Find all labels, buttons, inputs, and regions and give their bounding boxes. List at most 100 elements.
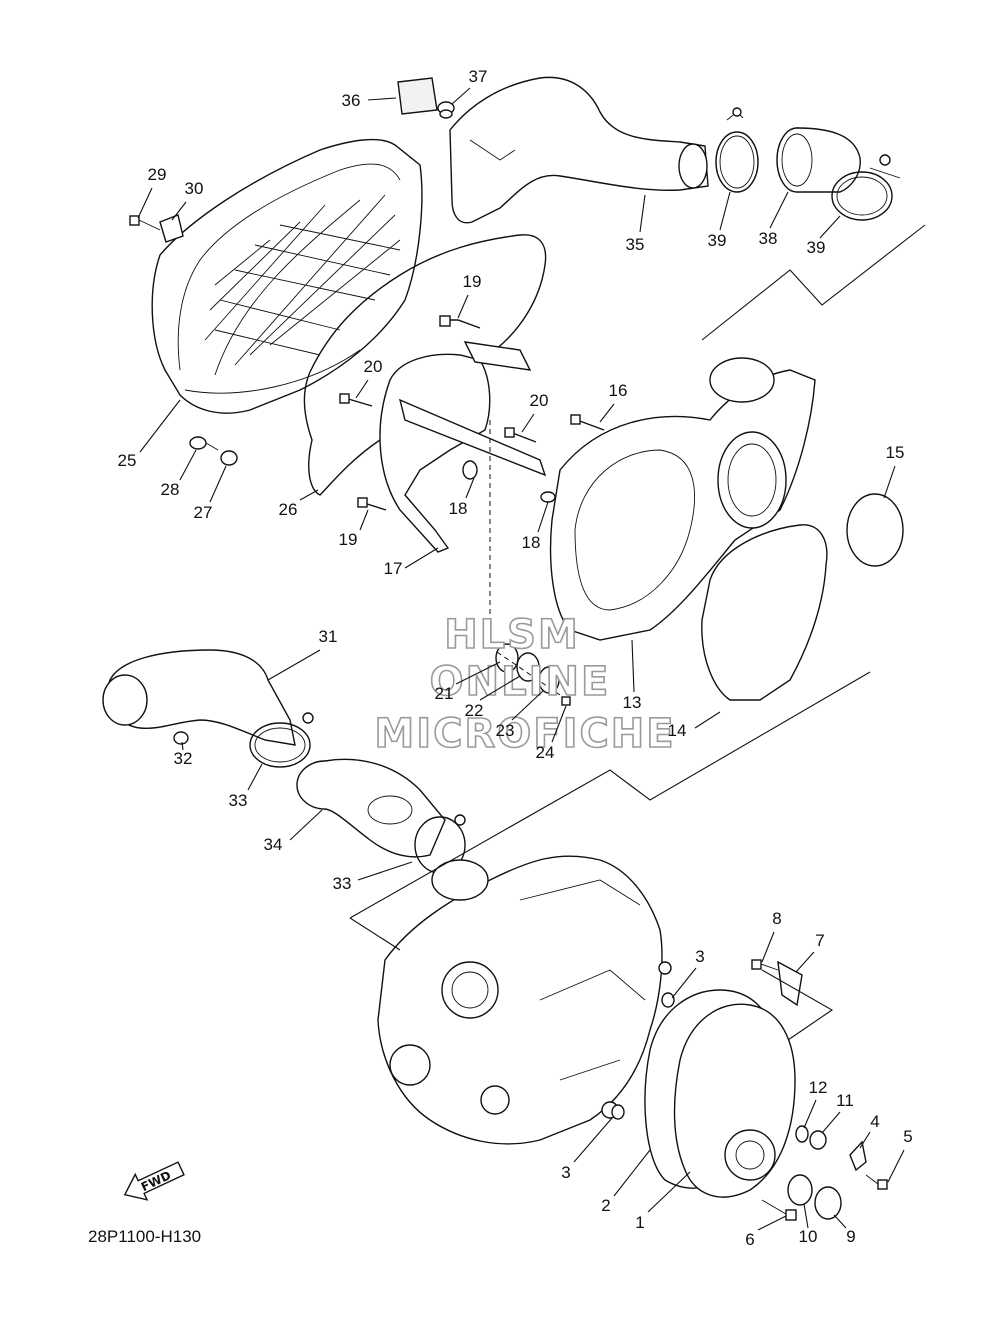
part-7-8-fasteners — [751, 959, 803, 1007]
leader-line-22 — [479, 675, 521, 701]
part-39-clamp-upper — [715, 107, 759, 193]
callout-22: 22 — [465, 701, 484, 720]
leader-line-9 — [833, 1214, 847, 1229]
leader-line-16 — [599, 403, 615, 423]
leader-line-38 — [769, 191, 789, 229]
section-line-lower — [349, 917, 401, 951]
part-25-outer-cover — [151, 138, 423, 414]
leader-line-24 — [551, 705, 567, 743]
callout-5: 5 — [903, 1127, 912, 1146]
fwd-arrow-icon — [123, 1161, 185, 1201]
part-37-grommet — [437, 101, 455, 119]
leader-line-14 — [694, 711, 721, 729]
callout-21: 21 — [435, 684, 454, 703]
watermark: HLSM ONLINE MICROFICHE — [374, 611, 675, 758]
callout-19: 19 — [339, 530, 358, 549]
callout-16: 16 — [609, 381, 628, 400]
callout-12: 12 — [809, 1078, 828, 1097]
callout-28: 28 — [161, 480, 180, 499]
callout-4: 4 — [870, 1112, 879, 1131]
leader-line-13 — [631, 639, 635, 693]
part-15-gasket-ring — [846, 493, 904, 567]
leader-line-6 — [757, 1215, 787, 1231]
part-34-boot — [296, 758, 446, 858]
leader-line-37 — [451, 87, 471, 105]
callout-31: 31 — [319, 627, 338, 646]
callout-29: 29 — [148, 165, 167, 184]
callout-23: 23 — [496, 721, 515, 740]
leader-line-18 — [465, 477, 475, 499]
leader-line-35 — [639, 194, 646, 233]
part-39-clamp-lower — [831, 154, 901, 221]
leader-line-5 — [887, 1149, 905, 1183]
callout-14: 14 — [668, 721, 687, 740]
leader-line-12 — [803, 1099, 817, 1129]
callout-27: 27 — [194, 503, 213, 522]
leader-line-25 — [139, 399, 181, 453]
center-line-seals — [496, 651, 561, 696]
leader-line-30 — [171, 201, 187, 221]
leader-line-11 — [821, 1111, 841, 1134]
callout-33: 33 — [333, 874, 352, 893]
leader-line-3 — [573, 1117, 613, 1163]
leader-lines — [137, 87, 905, 1231]
leader-line-28 — [179, 449, 197, 481]
leader-line-7 — [795, 951, 815, 973]
leader-line-8 — [761, 931, 775, 963]
part-33-clamp-upper — [249, 712, 314, 768]
leader-line-33 — [247, 763, 263, 791]
callout-39: 39 — [708, 231, 727, 250]
watermark-line-1: HLSM — [444, 612, 580, 658]
callout-30: 30 — [185, 179, 204, 198]
part-3-dowels — [611, 992, 675, 1120]
callout-20: 20 — [530, 391, 549, 410]
drawing-code: 28P1100-H130 — [88, 1227, 201, 1246]
callout-39: 39 — [807, 238, 826, 257]
section-line-right — [761, 969, 834, 1041]
part-17-bracket — [379, 341, 556, 553]
part-drawings — [102, 76, 926, 1221]
leader-line-3 — [671, 967, 697, 999]
part-crankcase — [377, 855, 672, 1145]
part-31-duct — [102, 649, 296, 746]
part-32-grommet — [173, 731, 189, 745]
part-35-intake-duct — [449, 76, 709, 224]
leader-line-23 — [511, 689, 545, 721]
leader-line-2 — [613, 1149, 651, 1197]
callout-2: 2 — [601, 1196, 610, 1215]
callout-18: 18 — [522, 533, 541, 552]
leader-line-29 — [137, 187, 153, 219]
leader-line-27 — [209, 465, 227, 503]
callout-32: 32 — [174, 749, 193, 768]
callout-38: 38 — [759, 229, 778, 248]
callout-15: 15 — [886, 443, 905, 462]
callout-18: 18 — [449, 499, 468, 518]
callout-3: 3 — [561, 1163, 570, 1182]
leader-line-39 — [819, 215, 841, 239]
callout-13: 13 — [623, 693, 642, 712]
leader-line-33 — [357, 861, 413, 881]
part-27-28-fasteners — [189, 436, 238, 466]
callout-26: 26 — [279, 500, 298, 519]
part-21-24-seals — [495, 643, 571, 706]
callout-labels: 1233456789101112131415161718181919202021… — [118, 67, 913, 1249]
leader-line-15 — [883, 465, 896, 499]
leader-line-32 — [181, 741, 184, 751]
bolts — [339, 315, 605, 511]
callout-36: 36 — [342, 91, 361, 110]
callout-11: 11 — [836, 1091, 854, 1110]
leader-line-19 — [359, 509, 369, 531]
watermark-line-3: MICROFICHE — [374, 711, 675, 757]
callout-19: 19 — [463, 272, 482, 291]
leader-line-4 — [859, 1131, 871, 1149]
leader-line-26 — [299, 489, 319, 501]
leader-line-36 — [367, 97, 397, 101]
callout-17: 17 — [384, 559, 403, 578]
leader-line-1 — [647, 1171, 691, 1213]
part-29-30-fasteners — [129, 214, 184, 243]
part-36-pad — [397, 77, 438, 115]
callout-9: 9 — [846, 1227, 855, 1246]
leader-line-20 — [355, 379, 369, 399]
leader-line-34 — [289, 809, 323, 841]
